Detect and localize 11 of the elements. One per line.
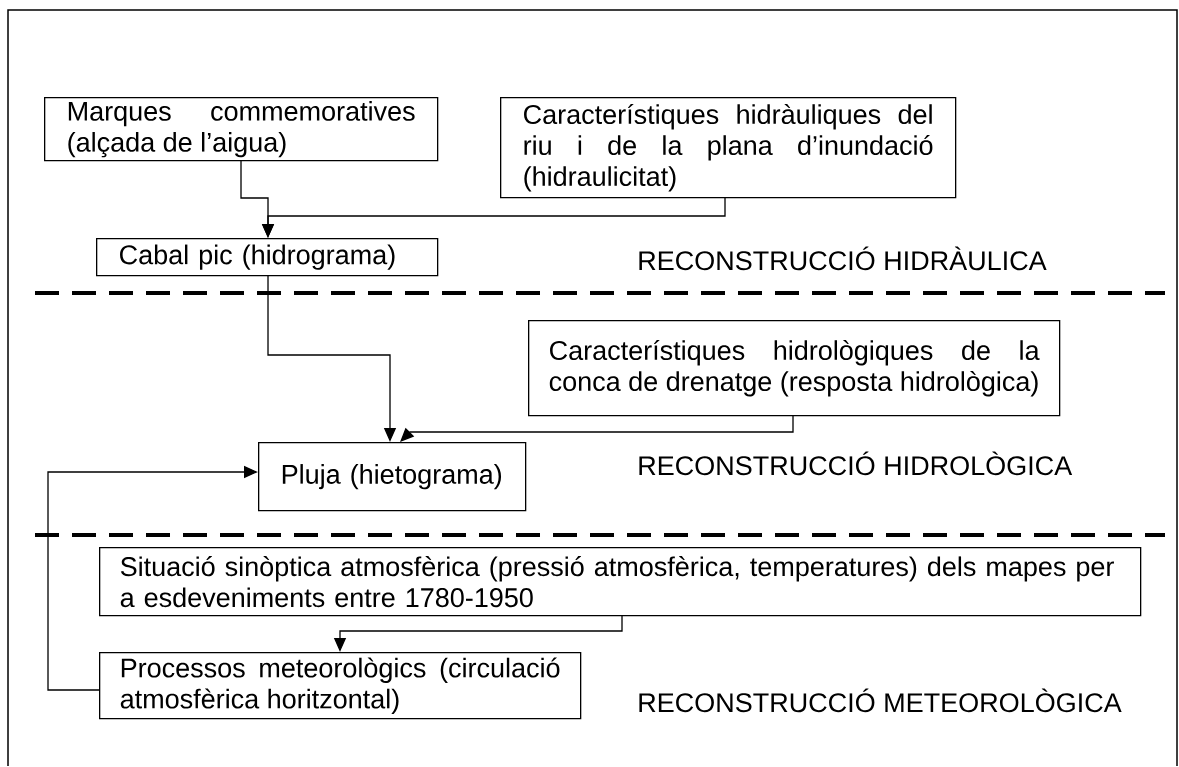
text-box: Situació sinòptica atmosfèrica (pressió atmosfèrica, temperatures) dels mapes per a esdeveniments entre 1780-1950: [99, 547, 1142, 617]
text-box: Característiques hidrològiques de la conca de drenatge (resposta hidrològica): [528, 320, 1061, 417]
section-label: RECONSTRUCCIÓ METEOROLÒGICA: [639, 688, 1122, 713]
text-box: Marques commemoratives (alçada de l’aigua): [44, 97, 439, 162]
text-box: Característiques hidràuliques del riu i de la plana d’inundació (hidraulicitat): [500, 97, 957, 199]
section-label: RECONSTRUCCIÓ HIDRÀULICA: [639, 246, 1047, 271]
text-box: Cabal pic (hidrograma): [96, 238, 439, 277]
arrow: [400, 414, 794, 442]
section-label: RECONSTRUCCIÓ HIDROLÒGICA: [639, 451, 1073, 476]
text-box: Processos meteorològics (circulació atmosfèrica horitzontal): [99, 652, 582, 720]
text-box: Pluja (hietograma): [258, 442, 527, 512]
